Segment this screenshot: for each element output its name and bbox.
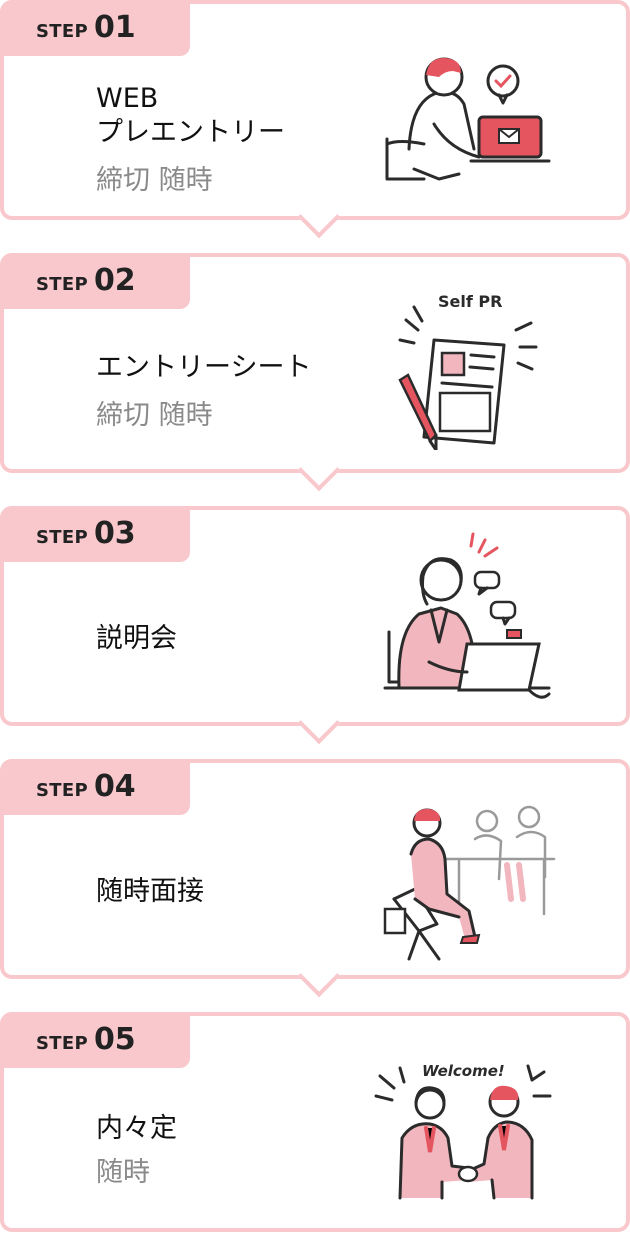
step-badge: STEP 01 (0, 0, 190, 56)
step-arrow (297, 954, 341, 998)
online-seminar-icon (383, 532, 551, 699)
step-deadline: 締切 随時 (96, 165, 213, 196)
step-card-03: STEP 03 説明会 (0, 506, 630, 745)
step-number: 04 (93, 769, 136, 804)
step-arrow (297, 448, 341, 492)
step-title: 内々定 (96, 1113, 177, 1144)
step-label: STEP (36, 527, 88, 548)
step-number: 05 (93, 1022, 136, 1057)
interview-icon (383, 805, 556, 961)
step-arrow (297, 195, 341, 239)
step-badge: STEP 05 (0, 1012, 190, 1068)
step-arrow (297, 701, 341, 745)
step-label: STEP (36, 1033, 88, 1054)
self-pr-sheet-icon: Self PR (398, 292, 538, 450)
step-title: 随時面接 (96, 876, 204, 907)
step-label: STEP (36, 21, 88, 42)
laptop-person-icon (385, 57, 551, 181)
step-card-05: STEP 05 内々定 随時 Welcome! (0, 1012, 630, 1232)
step-number: 02 (93, 263, 136, 298)
step-number: 03 (93, 516, 136, 551)
step-title: 説明会 (96, 623, 177, 654)
step-label: STEP (36, 274, 88, 295)
step-badge: STEP 02 (0, 253, 190, 309)
step-title: エントリーシート (96, 352, 312, 383)
step-deadline: 随時 (96, 1157, 150, 1188)
step-badge: STEP 03 (0, 506, 190, 562)
step-card-04: STEP 04 随時面接 (0, 759, 630, 998)
step-card-02: STEP 02 エントリーシート 締切 随時 Self PR (0, 253, 630, 492)
illustration-text: Self PR (438, 292, 502, 311)
step-card-01: STEP 01 WEB プレエントリー 締切 随時 (0, 0, 630, 239)
step-title: WEB プレエントリー (96, 83, 285, 148)
handshake-icon: Welcome! (374, 1062, 552, 1200)
step-deadline: 締切 随時 (96, 400, 213, 431)
step-number: 01 (93, 10, 136, 45)
step-badge: STEP 04 (0, 759, 190, 815)
illustration-text: Welcome! (422, 1062, 505, 1080)
step-label: STEP (36, 780, 88, 801)
